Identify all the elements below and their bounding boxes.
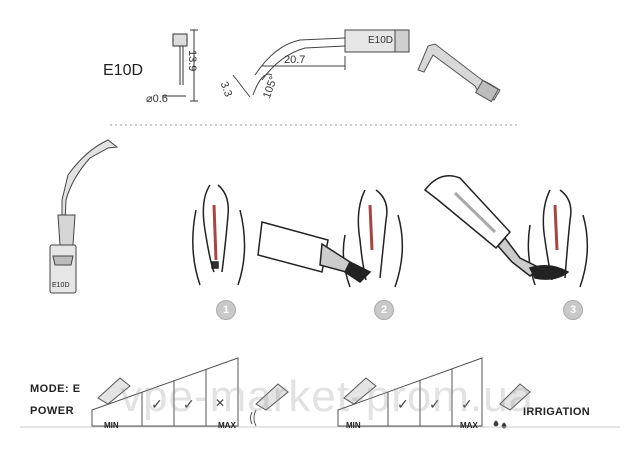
irrigation-min-label: MIN [346,421,361,430]
tip-side-view-drawing [162,29,198,102]
step-1-badge: 1 [216,300,236,320]
tip-large-view [49,139,119,294]
step-3-badge: 3 [563,300,583,320]
step-2-badge: 2 [374,300,394,320]
watermark: vpe-market-prom.ua [120,372,535,421]
dimension-length: 20.7 [284,54,306,66]
tip-engraving: E10D [368,35,394,46]
irrigation-label: IRRIGATION [523,406,590,418]
irrigation-settings-graphic [337,357,531,429]
irrigation-max-label: MAX [460,421,478,430]
power-settings-graphic [91,357,289,427]
procedure-step-2-drawing [257,189,404,288]
power-level-1-check: ✓ [151,396,163,412]
power-level-2-check: ✓ [183,396,195,412]
mode-label: MODE: E [30,383,81,395]
power-level-3-cross: ✕ [215,396,226,410]
procedure-step-1-drawing [192,184,246,286]
dimension-diameter: ⌀0.6 [146,93,168,105]
model-name: E10D [103,62,144,79]
tip-3d-view [417,43,501,103]
tip-label: E10D [52,282,70,289]
irrigation-level-2-check: ✓ [429,396,441,412]
procedure-step-3-drawing [423,175,589,288]
power-label: POWER [30,405,75,417]
dimension-height: 13.9 [186,50,198,72]
power-min-label: MIN [104,421,119,430]
power-max-label: MAX [218,421,236,430]
irrigation-level-1-check: ✓ [397,396,409,412]
tip-dimension-drawing [232,29,410,98]
irrigation-level-3-check: ✓ [461,396,473,412]
